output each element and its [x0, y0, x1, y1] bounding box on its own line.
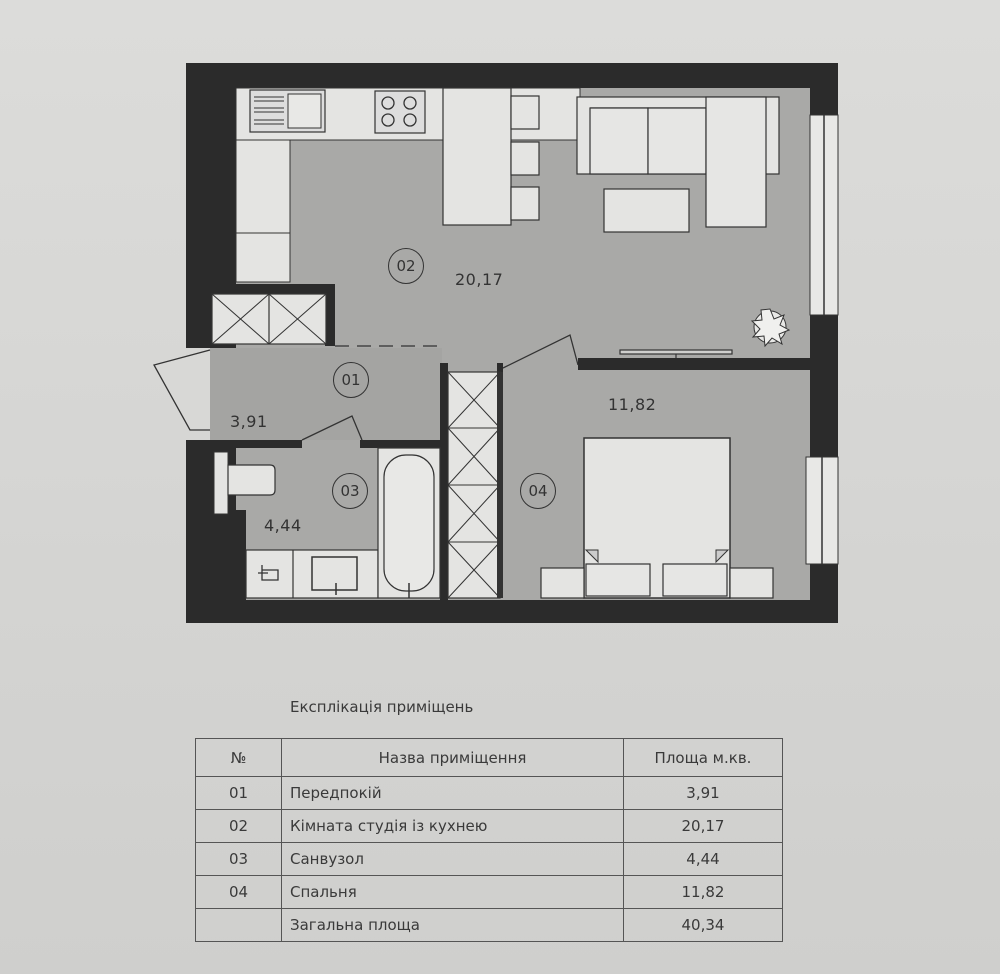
row-num: 04: [195, 875, 282, 909]
row-name: Санвузол: [281, 842, 624, 876]
door-icon: [502, 334, 579, 369]
heater-icon: [258, 565, 279, 581]
table-title: Експлікація приміщень: [290, 698, 474, 716]
sofa-icon: [576, 96, 780, 228]
row-area: 20,17: [623, 809, 783, 843]
room-area-04: 11,82: [608, 395, 657, 414]
table-row: 01 Передпокій 3,91: [195, 776, 783, 810]
explication-table: № Назва приміщення Площа м.кв. 01 Передп…: [195, 738, 783, 942]
row-num: 03: [195, 842, 282, 876]
tv-icon: [619, 349, 733, 355]
coffee-table-icon: [603, 188, 690, 233]
washbasin-icon: [311, 556, 358, 595]
row-area: 3,91: [623, 776, 783, 810]
dining-table: [442, 87, 512, 226]
header-num: №: [195, 738, 282, 777]
header-area: Площа м.кв.: [623, 738, 783, 777]
room-area-01: 3,91: [230, 412, 268, 431]
window-icon: [805, 456, 839, 565]
row-name: Передпокій: [281, 776, 624, 810]
header-name: Назва приміщення: [281, 738, 624, 777]
room-area-03: 4,44: [264, 516, 302, 535]
nightstand: [540, 567, 585, 599]
table-header-row: № Назва приміщення Площа м.кв.: [195, 738, 783, 777]
window-icon: [809, 114, 839, 316]
kitchen-sink-icon: [249, 89, 326, 133]
total-label: Загальна площа: [281, 908, 624, 942]
table-row: 04 Спальня 11,82: [195, 875, 783, 909]
nightstand: [729, 567, 774, 599]
entrance-door-icon: [153, 349, 211, 431]
table-row: 03 Санвузол 4,44: [195, 842, 783, 876]
bathtub-icon: [377, 447, 441, 599]
cooktop-icon: [374, 90, 426, 134]
room-number-01: 01: [333, 362, 369, 398]
row-num: 01: [195, 776, 282, 810]
row-name: Спальня: [281, 875, 624, 909]
bed-icon: [583, 437, 731, 599]
toilet-icon: [213, 451, 276, 515]
total-area: 40,34: [623, 908, 783, 942]
room-number-02: 02: [388, 248, 424, 284]
door-icon: [301, 415, 363, 441]
row-name: Кімната студія із кухнею: [281, 809, 624, 843]
table-total-row: Загальна площа 40,34: [195, 908, 783, 942]
room-number-04: 04: [520, 473, 556, 509]
row-area: 11,82: [623, 875, 783, 909]
total-num: [195, 908, 282, 942]
row-num: 02: [195, 809, 282, 843]
room-area-02: 20,17: [455, 270, 504, 289]
floor-plan: [153, 63, 839, 623]
room-number-03: 03: [332, 473, 368, 509]
plant-icon: [750, 308, 791, 348]
wardrobe-icon: [447, 371, 501, 599]
row-area: 4,44: [623, 842, 783, 876]
wardrobe-icon: [211, 293, 327, 345]
table-row: 02 Кімната студія із кухнею 20,17: [195, 809, 783, 843]
